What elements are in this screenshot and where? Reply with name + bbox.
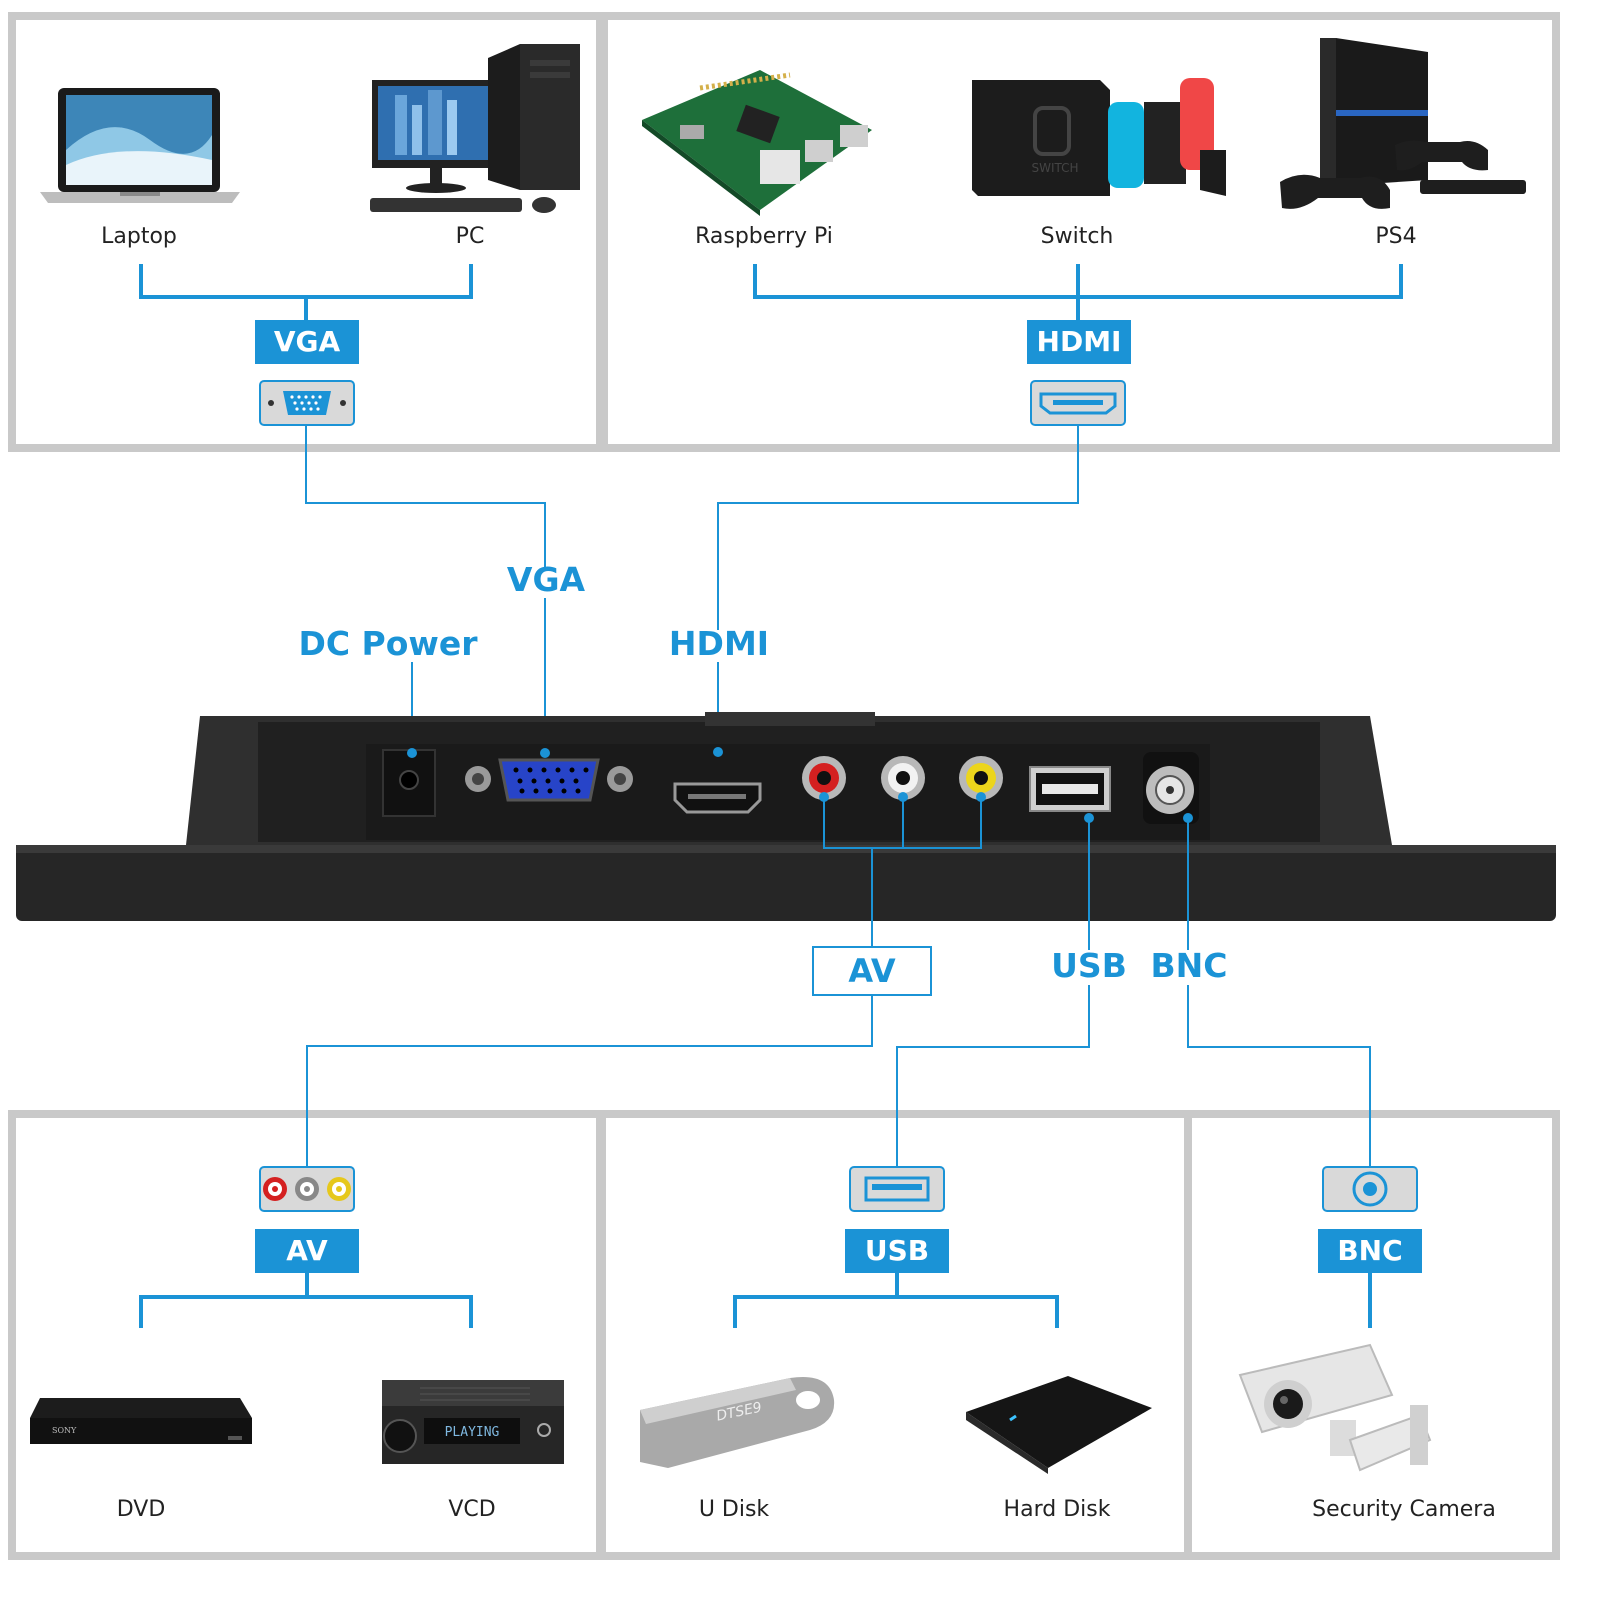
- usb-port-icon: [1029, 766, 1111, 812]
- device-label-laptop: Laptop: [101, 224, 177, 249]
- dvd-player-icon: SONY: [30, 1398, 252, 1444]
- raspberry-pi-icon: [642, 70, 872, 216]
- vcd-player-icon: PLAYING: [382, 1380, 564, 1464]
- rca-connector-icon: [259, 1166, 355, 1212]
- port-label-hdmi: HDMI: [668, 624, 770, 663]
- badge-av: AV: [255, 1229, 359, 1273]
- badge-hdmi: HDMI: [1027, 320, 1131, 364]
- port-label-usb: USB: [1051, 946, 1127, 985]
- usb-connector-icon: [849, 1166, 945, 1212]
- dc-power-port-icon: [382, 749, 436, 817]
- port-label-vga: VGA: [506, 560, 586, 599]
- bnc-connector-icon: [1322, 1166, 1418, 1212]
- rca-yellow-port-icon: [959, 756, 1003, 800]
- device-label-dvd: DVD: [116, 1497, 166, 1522]
- bottom-brackets: [139, 1272, 1372, 1328]
- hdmi-port-icon: [673, 782, 762, 814]
- badge-usb: USB: [845, 1229, 949, 1273]
- ps4-icon: [1280, 38, 1526, 209]
- vga-port-icon: [465, 758, 633, 802]
- security-camera-icon: [1238, 1343, 1432, 1472]
- monitor-rear-panel: [16, 712, 1556, 921]
- port-label-dc-power: DC Power: [298, 624, 478, 663]
- vga-source-bracket: [139, 264, 473, 322]
- device-label-switch: Switch: [1040, 224, 1114, 249]
- badge-vga: VGA: [255, 320, 359, 364]
- port-leader-lines: [305, 425, 1079, 753]
- vcd-display-text: PLAYING: [445, 1425, 500, 1440]
- rca-white-port-icon: [881, 756, 925, 800]
- pc-icon: [370, 44, 580, 213]
- vga-connector-icon: [259, 380, 355, 426]
- device-label-security-camera: Security Camera: [1312, 1497, 1496, 1522]
- device-label-ps4: PS4: [1375, 224, 1417, 249]
- device-label-u-disk: U Disk: [698, 1497, 770, 1522]
- rca-red-port-icon: [802, 756, 846, 800]
- hdmi-source-bracket: [753, 264, 1403, 322]
- hdmi-connector-icon: [1030, 380, 1126, 426]
- port-label-av: AV: [812, 946, 932, 996]
- u-disk-icon: DTSE9: [640, 1376, 835, 1468]
- device-label-pc: PC: [455, 224, 485, 249]
- laptop-icon: [40, 88, 240, 203]
- device-label-vcd: VCD: [448, 1497, 496, 1522]
- dvd-brand-text: SONY: [52, 1426, 77, 1435]
- hard-disk-icon: [966, 1376, 1152, 1474]
- nintendo-switch-icon: SWITCH: [972, 78, 1226, 196]
- switch-brand-text: SWITCH: [1031, 161, 1078, 175]
- device-label-raspberry-pi: Raspberry Pi: [695, 224, 833, 249]
- panel-bnc-devices: [1184, 1110, 1560, 1560]
- bottom-leader-lines: [306, 797, 1371, 1168]
- badge-bnc: BNC: [1318, 1229, 1422, 1273]
- port-label-bnc: BNC: [1150, 946, 1228, 985]
- bnc-port-icon: [1143, 752, 1199, 824]
- device-label-hard-disk: Hard Disk: [1003, 1497, 1111, 1522]
